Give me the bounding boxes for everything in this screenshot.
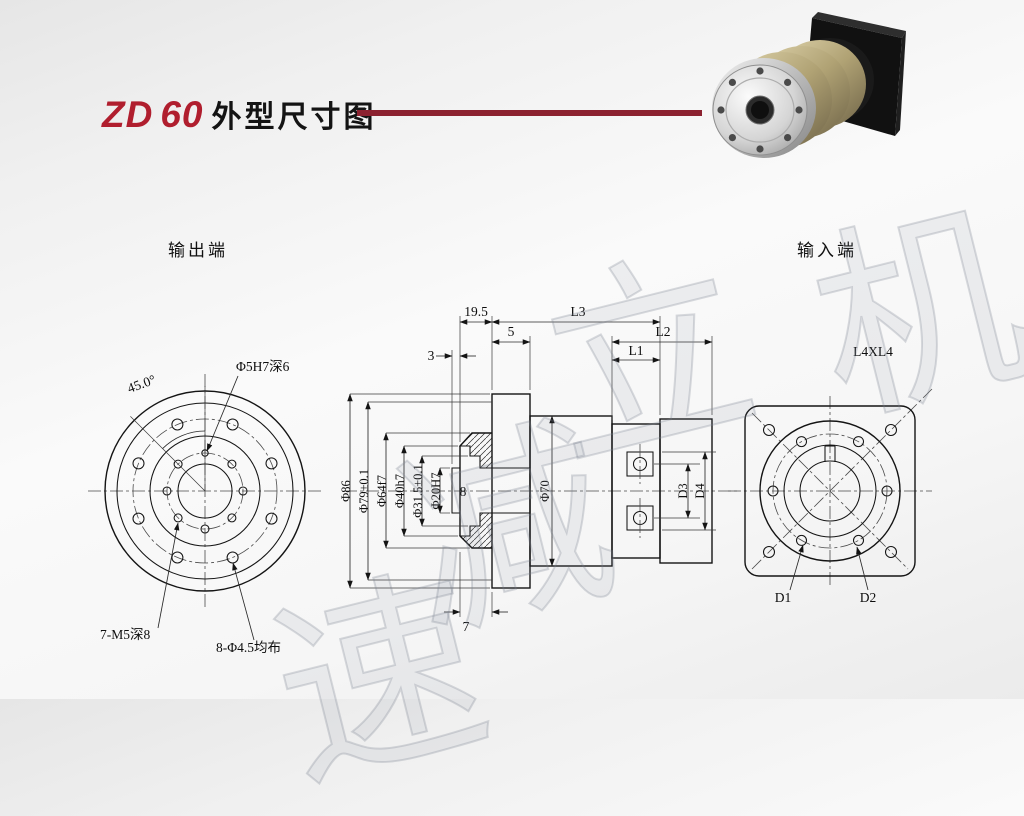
clamp-screw-bottom [626, 498, 654, 538]
bolt-holes-label: 8-Φ4.5均布 [216, 640, 281, 655]
section-top-dimensions: 19.5 L3 5 L2 L1 3 [428, 304, 713, 464]
section-left-dimensions: Φ86 Φ79±0.1 Φ64f7 Φ40h7 Φ31.5±0.1 Φ20H7 [339, 393, 492, 589]
dim-D1: D1 [775, 590, 792, 605]
dim-dia64: Φ64f7 [375, 475, 389, 507]
dim-L1: L1 [629, 343, 644, 358]
dim-D4: D4 [693, 483, 707, 499]
brand-model: ZD [102, 94, 154, 135]
clamp-screw-top [626, 444, 654, 484]
front-view-output-flange: 45.0° Φ5H7深6 7-M5深8 8-Φ4.5均布 [88, 359, 322, 655]
page-title: 外型尺寸图 [211, 101, 377, 134]
dim-D2: D2 [860, 590, 877, 605]
dim-3: 3 [428, 348, 435, 363]
dim-dia70: Φ70 [538, 480, 552, 502]
dowel-hole-label: Φ5H7深6 [236, 359, 290, 374]
dim-dia86: Φ86 [339, 480, 353, 502]
dim-dia79: Φ79±0.1 [357, 469, 371, 513]
output-end-label: 输出端 [168, 241, 228, 260]
dim-19-5: 19.5 [464, 304, 488, 319]
dim-7: 7 [463, 619, 470, 634]
photo-bolt-holes [717, 67, 803, 153]
dim-L3: L3 [571, 304, 586, 319]
section-right-dimensions: D3 D4 [654, 451, 716, 531]
rear-view-input-flange: L4XL4 D1 D2 [728, 344, 933, 605]
front-bolt-holes [132, 418, 278, 564]
page-header: ZD 60 外型尺寸图 [102, 92, 376, 136]
rear-clamp-slot [824, 445, 836, 462]
rear-corner-holes [762, 423, 898, 559]
input-end-label: 输入端 [797, 241, 857, 260]
dim-L4xL4: L4XL4 [853, 344, 893, 359]
section-bottom-dimensions: 7 [444, 552, 508, 634]
gearbox-render [712, 12, 906, 158]
dim-dia31-5: Φ31.5±0.1 [411, 464, 425, 518]
front-tapped-holes [162, 449, 248, 534]
dim-L2: L2 [656, 324, 671, 339]
dim-dia20: Φ20H7 [429, 473, 443, 510]
dim-8: 8 [460, 484, 467, 499]
dim-D3: D3 [676, 483, 690, 498]
section-view-gearbox: 19.5 L3 5 L2 L1 3 [339, 304, 740, 634]
angle-45-label: 45.0° [125, 372, 157, 396]
title-rule [357, 110, 702, 116]
dim-5: 5 [508, 324, 515, 339]
section-middle-dimensions: 8 Φ70 [460, 415, 555, 567]
dimension-drawing: 45.0° Φ5H7深6 7-M5深8 8-Φ4.5均布 [88, 304, 933, 655]
product-photo [712, 12, 906, 158]
dim-dia40: Φ40h7 [393, 474, 407, 508]
brand-series: 60 [160, 94, 204, 135]
tapped-holes-label: 7-M5深8 [100, 627, 150, 642]
